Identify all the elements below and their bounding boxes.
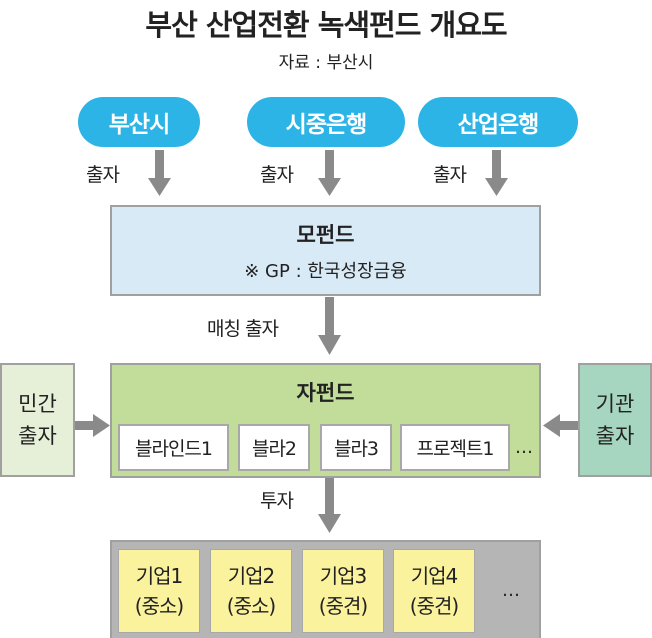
arrow-down-commercial-banks bbox=[318, 150, 341, 196]
arrow-left-institution bbox=[543, 414, 578, 437]
sub-fund-item: 블라인드1 bbox=[118, 424, 229, 471]
matching-contribution-label: 매칭 출자 bbox=[207, 318, 279, 340]
institution-line2: 출자 bbox=[595, 424, 635, 448]
company-item: 기업1 (중소) bbox=[118, 549, 200, 633]
institution-contribution-box: 기관 출자 bbox=[578, 363, 652, 477]
contribution-label: 출자 bbox=[260, 164, 294, 186]
sub-fund-title: 자펀드 bbox=[296, 381, 355, 405]
sub-fund-item: 블라3 bbox=[320, 424, 392, 471]
private-line2: 출자 bbox=[18, 424, 57, 448]
source-label: 자료 : 부산시 bbox=[278, 53, 374, 73]
private-contribution-box: 민간 출자 bbox=[0, 363, 75, 477]
company-type: (중견) bbox=[409, 594, 459, 618]
arrow-down-invest bbox=[318, 478, 341, 533]
company-name: 기업4 bbox=[410, 564, 459, 588]
contribution-label: 출자 bbox=[433, 164, 467, 186]
company-item: 기업4 (중견) bbox=[393, 549, 475, 633]
companies-more: … bbox=[502, 580, 520, 601]
investor-busan: 부산시 bbox=[78, 97, 200, 147]
investor-kdb: 산업은행 bbox=[418, 97, 578, 147]
company-type: (중소) bbox=[134, 594, 184, 618]
private-line1: 민간 bbox=[18, 392, 57, 416]
sub-fund-item: 블라2 bbox=[238, 424, 310, 471]
arrow-down-kdb bbox=[485, 150, 508, 196]
company-item: 기업2 (중소) bbox=[210, 549, 292, 633]
companies-box: 기업1 (중소) 기업2 (중소) 기업3 (중견) 기업4 (중견) … bbox=[110, 540, 541, 638]
investor-commercial-banks: 시중은행 bbox=[247, 97, 405, 147]
sub-fund-more: … bbox=[515, 437, 533, 458]
company-name: 기업2 bbox=[227, 564, 276, 588]
arrow-down-matching bbox=[318, 297, 341, 355]
institution-line1: 기관 bbox=[595, 392, 635, 416]
arrow-down-busan bbox=[148, 150, 171, 196]
company-name: 기업3 bbox=[319, 564, 368, 588]
mother-fund-gp-note: ※ GP : 한국성장금융 bbox=[244, 261, 407, 282]
company-type: (중소) bbox=[226, 594, 276, 618]
arrow-right-private bbox=[75, 414, 110, 437]
diagram-title: 부산 산업전환 녹색펀드 개요도 bbox=[145, 8, 507, 42]
investment-label: 투자 bbox=[260, 490, 294, 512]
sub-fund-item: 프로젝트1 bbox=[400, 424, 510, 471]
company-name: 기업1 bbox=[135, 564, 184, 588]
company-item: 기업3 (중견) bbox=[302, 549, 384, 633]
mother-fund-box: 모펀드 ※ GP : 한국성장금융 bbox=[110, 205, 541, 296]
mother-fund-title: 모펀드 bbox=[296, 223, 355, 247]
contribution-label: 출자 bbox=[86, 164, 120, 186]
sub-fund-box: 자펀드 블라인드1 블라2 블라3 프로젝트1 … bbox=[110, 363, 541, 478]
company-type: (중견) bbox=[318, 594, 368, 618]
